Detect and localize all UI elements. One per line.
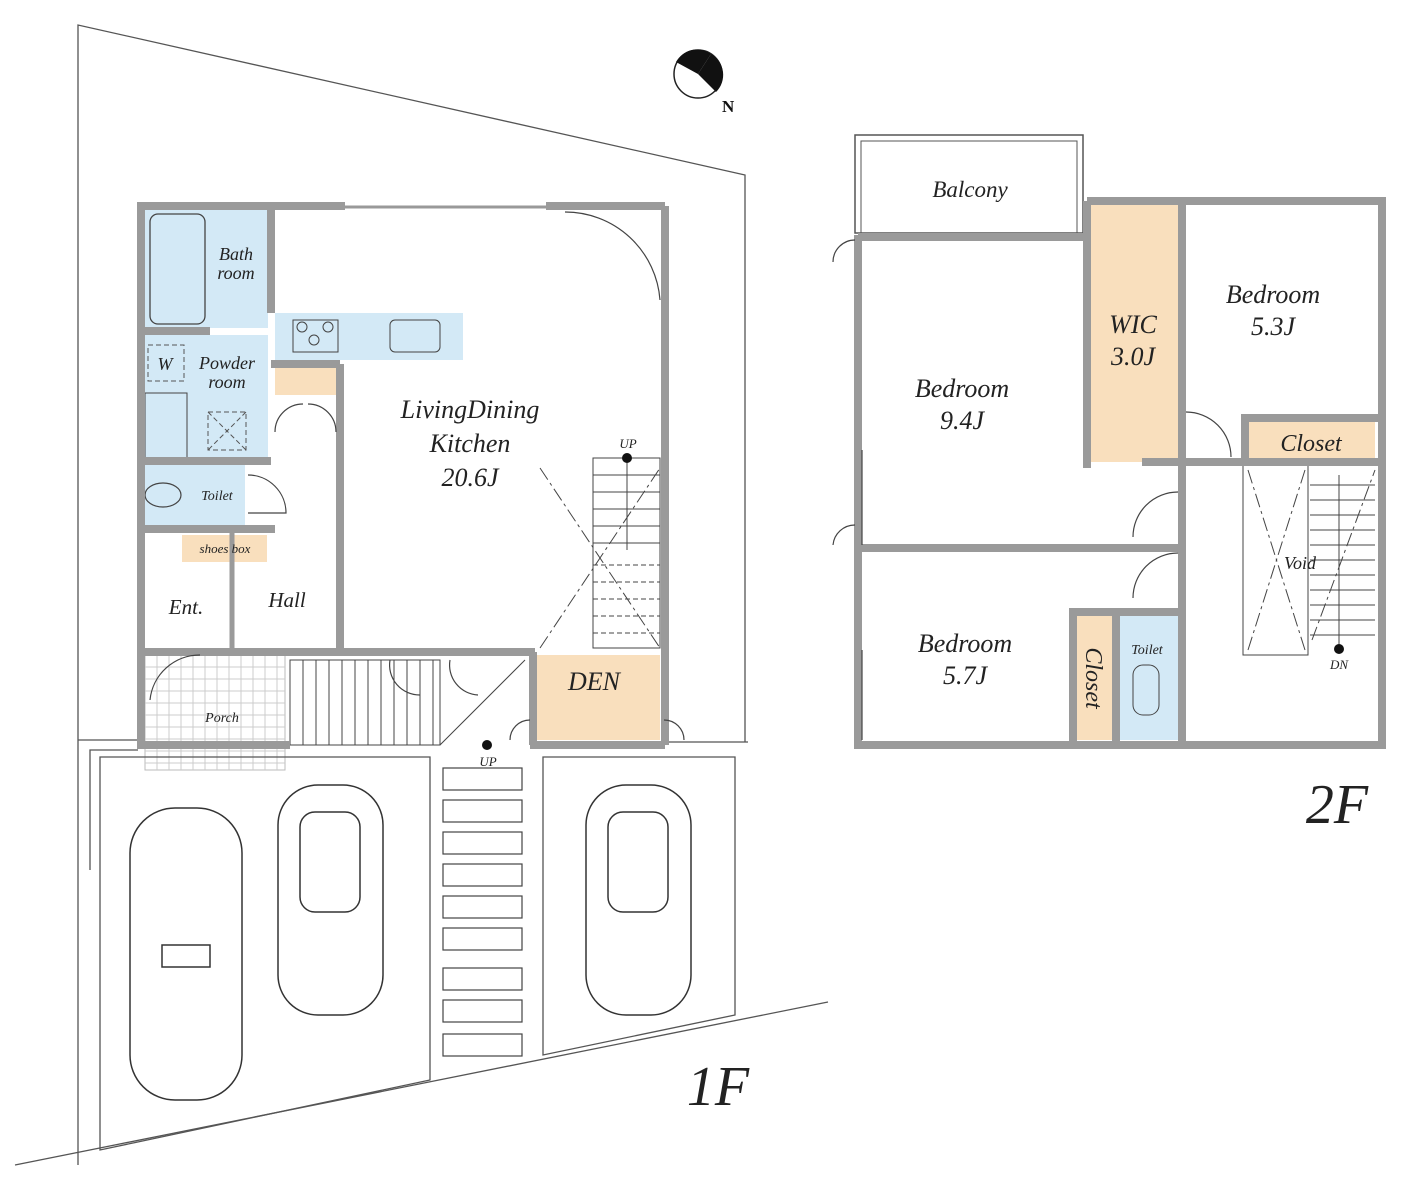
label-bedroom-large: Bedroom (915, 374, 1009, 403)
car-icon (129, 807, 243, 1101)
lot-boundary (14, 24, 829, 1166)
label-ldk-2: Kitchen (429, 429, 511, 458)
walk-in-closet (1090, 205, 1178, 462)
label-ldk-size: 20.6J (441, 463, 500, 492)
label-bath: Bath (219, 244, 253, 264)
bathtub-icon (149, 213, 206, 325)
label-bedroom-ne: Bedroom (1226, 280, 1320, 309)
sink-icon (389, 319, 441, 353)
label-wic-size: 3.0J (1110, 342, 1157, 371)
label-bedroom-ne-size: 5.3J (1251, 312, 1297, 341)
floor-1: Bath room Powder room W Toilet shoes box… (99, 202, 750, 1151)
label-den: DEN (567, 667, 622, 696)
label-hall: Hall (267, 588, 306, 612)
walls-2f (854, 197, 1386, 749)
label-washer: W (158, 354, 175, 374)
compass-north-label: N (722, 97, 735, 116)
doors-1f (149, 211, 685, 741)
label-closet-sw: Closet (1080, 647, 1106, 710)
closet-ne (1248, 422, 1375, 458)
floor-2: Balcony Bedroom 9.4J WIC 3.0J Bedroom 5.… (832, 134, 1386, 836)
toilet-icon (1132, 664, 1160, 716)
den (537, 655, 660, 740)
washer-icon (147, 344, 185, 382)
label-bedroom-sw-size: 5.7J (943, 661, 989, 690)
label-toilet-1f: Toilet (201, 489, 233, 504)
toilet-room-1f (145, 465, 245, 525)
stove-icon (292, 319, 339, 353)
label-stair-up: UP (619, 436, 636, 451)
label-bedroom-large-size: 9.4J (940, 406, 986, 435)
label-void: Void (1284, 553, 1317, 573)
label-powder: Powder (198, 353, 256, 373)
label-balcony: Balcony (932, 177, 1008, 202)
walls-1f (137, 202, 669, 749)
shoes-box (182, 535, 267, 562)
floor-2-title: 2F (1306, 774, 1369, 836)
label-shoes-box: shoes box (200, 541, 251, 556)
floor-1-title: 1F (687, 1056, 750, 1118)
parking-area (99, 756, 736, 1151)
label-bedroom-sw: Bedroom (918, 629, 1012, 658)
label-bath-2: room (217, 263, 254, 283)
pantry (275, 368, 336, 395)
label-closet-ne: Closet (1280, 431, 1343, 457)
stair-up-marker-icon (622, 453, 632, 463)
label-ent: Ent. (168, 595, 203, 619)
approach-steps (442, 767, 523, 1057)
label-wic: WIC (1109, 310, 1157, 339)
closet-sw (1076, 615, 1113, 740)
label-porch: Porch (204, 711, 239, 726)
stairs-1f (539, 457, 661, 649)
label-powder-2: room (208, 372, 245, 392)
label-ldk: LivingDining (400, 395, 540, 424)
toilet-room-2f (1120, 615, 1178, 740)
stair-down-marker-icon (1334, 644, 1344, 654)
entry-stairs (289, 659, 526, 746)
bathroom (145, 210, 268, 328)
car-icon (585, 784, 692, 1016)
label-ext-up: UP (479, 754, 496, 769)
doors-2f (832, 239, 1232, 740)
label-toilet-2f: Toilet (1131, 643, 1163, 658)
powder-room (145, 335, 268, 458)
car-icon (277, 784, 384, 1016)
label-stair-dn: DN (1329, 657, 1349, 672)
compass-icon: N (673, 49, 735, 116)
